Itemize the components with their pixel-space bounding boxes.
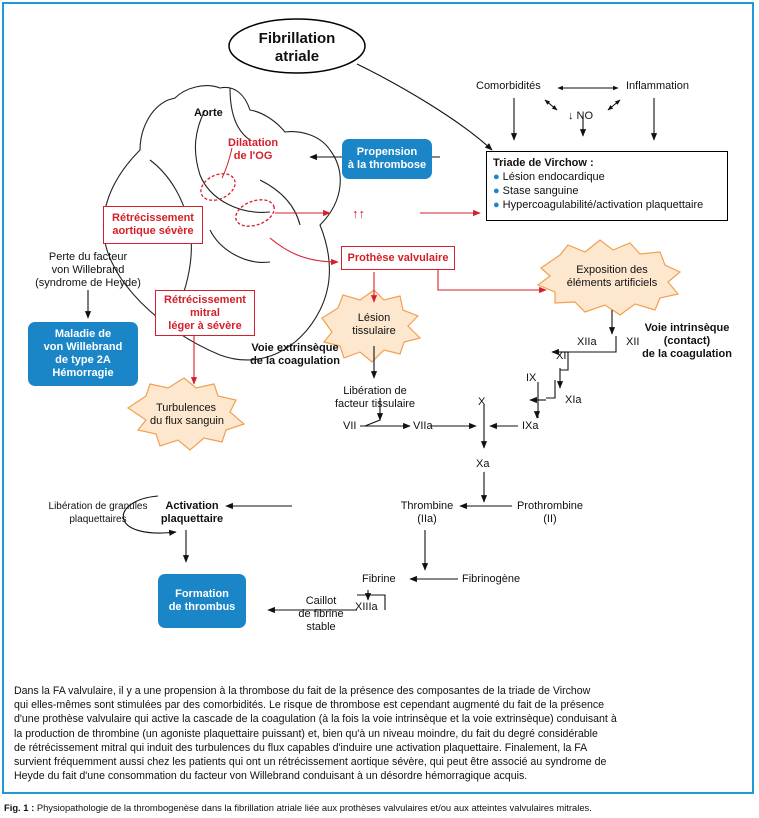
aortic-valve-mark [200, 173, 236, 201]
figure-caption-text: Physiopathologie de la thrombogenèse dan… [34, 802, 592, 813]
prothrombine-label: Prothrombine(II) [516, 500, 584, 525]
figure-caption: Fig. 1 : Physiopathologie de la thrombog… [4, 802, 592, 813]
virchow-item: Lésion endocardique [493, 170, 721, 184]
factor-xia: XIa [565, 394, 582, 406]
inflammation-label: Inflammation [626, 80, 689, 92]
figure-frame [2, 2, 754, 794]
caption-line: Dans la FA valvulaire, il y a une propen… [14, 685, 591, 697]
caption-line: survient fréquemment aussi chez les pati… [14, 756, 607, 769]
caption-line: la production de thrombine (un agoniste … [14, 727, 598, 740]
virchow-title: Triade de Virchow : [493, 157, 594, 169]
caption-line: d'une prothèse valvulaire qui active la … [14, 713, 617, 726]
figure-caption-label: Fig. 1 : [4, 802, 35, 813]
thrombine-label: Thrombine(IIa) [400, 500, 454, 525]
virchow-triad-box: Triade de Virchow : Lésion endocardique … [486, 151, 728, 221]
caption-paragraph: Dans la FA valvulaire, il y a une propen… [14, 684, 734, 783]
xiiia-label: XIIIa [355, 601, 378, 613]
factor-xi: XI [556, 350, 567, 362]
starburst-lesion [321, 289, 422, 363]
mitral-valve-mark [235, 199, 275, 227]
factor-xii: XII [626, 336, 640, 348]
factor-ixa: IXa [522, 420, 539, 432]
aorte-label: Aorte [194, 107, 223, 119]
starburst-exposition [536, 239, 682, 316]
starburst-turbulences [126, 377, 246, 451]
caption-line: de rétrécissement mitral qui induit des … [14, 741, 588, 754]
fa-oval [228, 18, 366, 74]
factor-vii: VII [343, 420, 357, 432]
factor-ix: IX [526, 372, 537, 384]
virchow-item: Stase sanguine [493, 184, 721, 198]
no-label: ↓ NO [568, 110, 594, 122]
double-up-arrow: ↑↑ [352, 206, 365, 221]
prothese-valvulaire-box: Prothèse valvulaire [341, 246, 455, 270]
factor-x: X [478, 396, 486, 408]
voie-intrinseque-label: Voie intrinsèque(contact)de la coagulati… [642, 322, 732, 360]
factor-xiia: XIIa [577, 336, 597, 348]
caption-line: qui elles-mêmes sont stimulées par des c… [14, 699, 605, 712]
factor-viia: VIIa [413, 420, 433, 432]
fibrine-label: Fibrine [362, 573, 396, 585]
virchow-item: Hypercoagulabilité/activation plaquettai… [493, 198, 721, 212]
caption-line: Heyde du fait d'une consommation du fact… [14, 770, 528, 783]
comorbidites-label: Comorbidités [476, 80, 541, 92]
factor-xa: Xa [476, 458, 490, 470]
fibrinogene-label: Fibrinogène [462, 573, 521, 585]
